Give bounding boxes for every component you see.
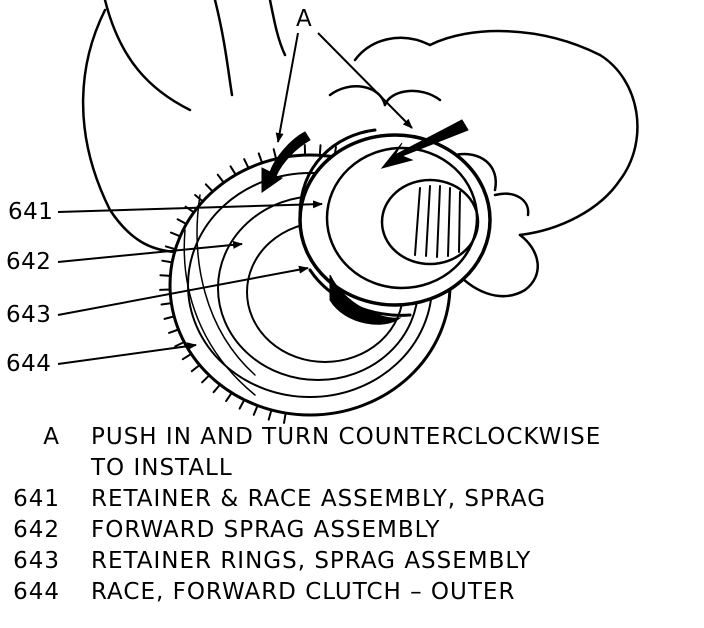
legend-text: RACE, FORWARD CLUTCH – OUTER <box>91 579 515 610</box>
leader-lines-a <box>275 32 413 143</box>
gear-tooth <box>168 328 180 334</box>
gear-tooth <box>229 165 237 176</box>
legend-row-a: A PUSH IN AND TURN COUNTERCLOCKWISE TO I… <box>0 424 704 481</box>
legend-line: FORWARD SPRAG ASSEMBLY <box>91 517 441 543</box>
gear-tooth <box>212 383 221 394</box>
gear-tooth <box>257 152 264 164</box>
callout-641: 641 <box>8 199 54 225</box>
legend-text: PUSH IN AND TURN COUNTERCLOCKWISE TO INS… <box>91 424 601 486</box>
legend-key: 644 <box>13 579 60 605</box>
gear-tooth <box>204 183 214 193</box>
gear-tooth <box>176 218 188 225</box>
callout-642: 642 <box>6 249 52 275</box>
gear-tooth <box>267 409 273 421</box>
legend-row-642: 642 FORWARD SPRAG ASSEMBLY <box>0 517 704 548</box>
legend-line: TO INSTALL <box>91 455 233 481</box>
gear-tooth <box>159 274 172 277</box>
leader-lines-numbered <box>57 200 323 365</box>
callout-a: A <box>296 6 313 32</box>
gear-tooth <box>283 412 287 424</box>
legend-key: A <box>43 424 60 450</box>
legend-key: 641 <box>13 486 60 512</box>
gear-tooth <box>163 315 176 320</box>
legend-row-644: 644 RACE, FORWARD CLUTCH – OUTER <box>0 579 704 610</box>
gear-tooth <box>181 352 193 361</box>
gear-tooth <box>238 398 246 410</box>
legend-line: RACE, FORWARD CLUTCH – OUTER <box>91 579 516 605</box>
callout-643: 643 <box>6 302 52 328</box>
gear-tooth <box>190 364 201 373</box>
gear-tooth <box>161 259 174 264</box>
gear-tooth <box>169 231 182 238</box>
legend-key: 643 <box>13 548 60 574</box>
upper-hand-drawing <box>81 0 639 298</box>
legend-key: 642 <box>13 517 60 543</box>
gear-tooth <box>164 245 177 251</box>
gear-tooth <box>194 194 204 203</box>
gear-tooth <box>225 391 233 403</box>
gear-tooth <box>174 341 186 348</box>
gear-tooth <box>160 302 173 306</box>
callout-644: 644 <box>6 351 52 377</box>
legend-row-641: 641 RETAINER & RACE ASSEMBLY, SPRAG <box>0 486 704 517</box>
inner-splines <box>414 185 461 258</box>
legend-line: PUSH IN AND TURN COUNTERCLOCKWISE <box>91 424 602 450</box>
legend: A PUSH IN AND TURN COUNTERCLOCKWISE TO I… <box>0 424 704 610</box>
legend-text: RETAINER RINGS, SPRAG ASSEMBLY <box>91 548 531 579</box>
gear-tooth <box>252 404 259 416</box>
sprag-installation-illustration <box>57 0 639 424</box>
direction-arrows <box>261 119 469 193</box>
gear-tooth <box>272 148 278 160</box>
legend-text: RETAINER & RACE ASSEMBLY, SPRAG <box>91 486 546 517</box>
legend-text: FORWARD SPRAG ASSEMBLY <box>91 517 440 548</box>
sprag-assembly-drawing <box>298 128 492 325</box>
gear-tooth <box>201 374 211 384</box>
gear-tooth <box>243 158 250 170</box>
legend-line: RETAINER RINGS, SPRAG ASSEMBLY <box>91 548 532 574</box>
gear-tooth <box>318 144 322 157</box>
legend-line: RETAINER & RACE ASSEMBLY, SPRAG <box>91 486 547 512</box>
gear-tooth <box>216 173 225 184</box>
legend-row-643: 643 RETAINER RINGS, SPRAG ASSEMBLY <box>0 548 704 579</box>
